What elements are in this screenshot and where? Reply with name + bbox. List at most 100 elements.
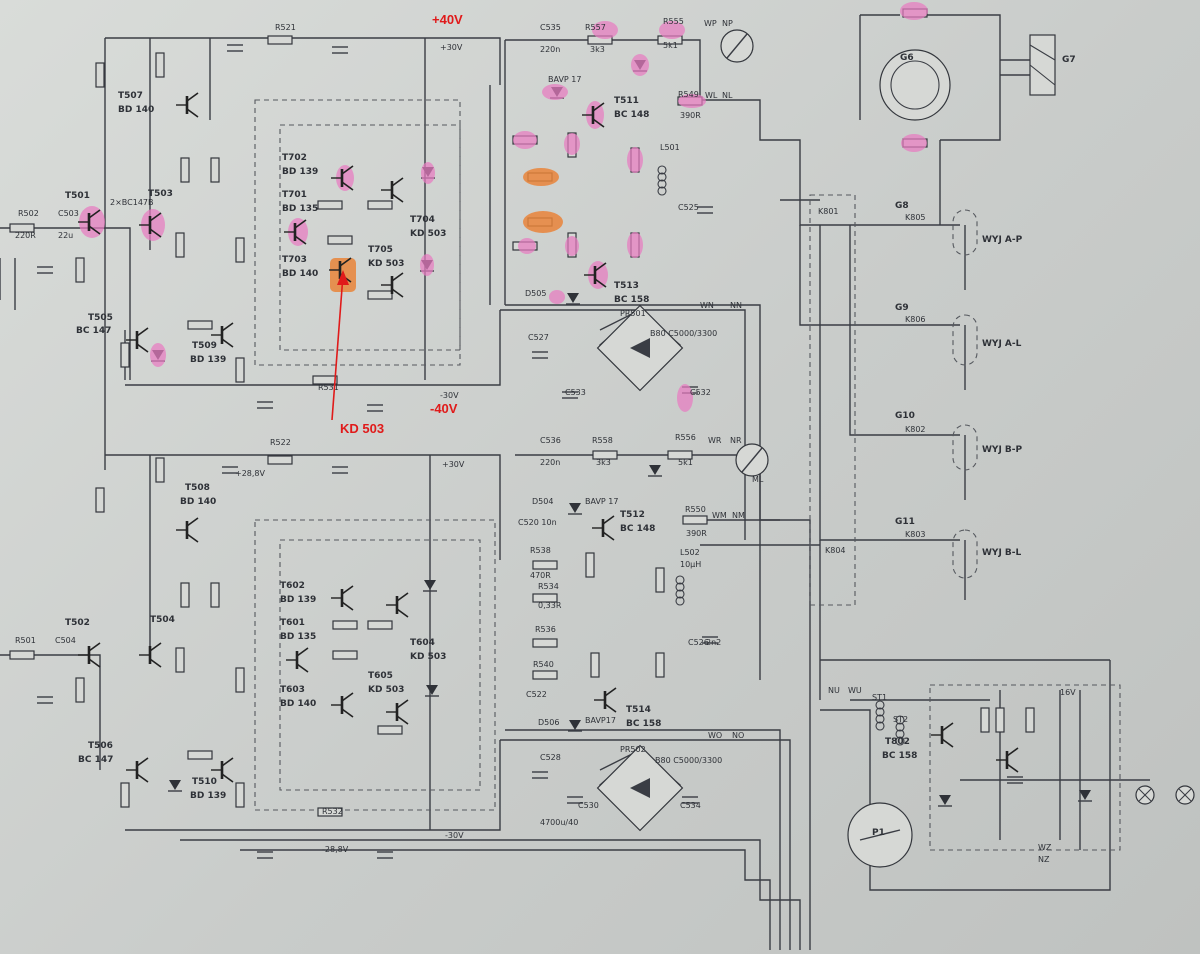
label-wm: WM — [712, 511, 727, 520]
transistor — [996, 747, 1019, 773]
meter-ml — [735, 443, 769, 477]
label-bd139-602: BD 139 — [280, 595, 316, 605]
resistor — [95, 62, 105, 88]
diode — [567, 293, 579, 303]
diode — [939, 795, 951, 805]
inductor-turn — [895, 729, 905, 739]
label-r549: R549 — [678, 90, 699, 99]
label-d505: D505 — [525, 289, 546, 298]
label-t508: T508 — [185, 483, 210, 493]
label-3k3-b: 3k3 — [596, 458, 611, 467]
label-wyj-bp: WYJ B-P — [982, 445, 1023, 455]
label-c527: C527 — [528, 333, 549, 342]
diode — [169, 780, 181, 790]
label-c536: C536 — [540, 436, 561, 445]
label-bc158-b: BC 158 — [626, 719, 661, 729]
label-g6: G6 — [900, 53, 914, 63]
resistor — [590, 652, 600, 678]
label-nl: NL — [722, 91, 733, 100]
label-c535: C535 — [540, 23, 561, 32]
transistor — [211, 757, 234, 783]
label-bd140-603: BD 140 — [280, 699, 316, 709]
resistor — [175, 232, 185, 258]
label-k801: K801 — [818, 207, 839, 216]
resistor — [75, 257, 85, 283]
inductor-turn — [895, 715, 905, 725]
label-r522: R522 — [270, 438, 291, 447]
transistor — [176, 517, 199, 543]
label-c534: C534 — [680, 801, 701, 810]
transistor — [584, 262, 607, 288]
label-t601: T601 — [280, 618, 305, 628]
label-t509: T509 — [192, 341, 217, 351]
lamps — [1135, 785, 1195, 805]
connector-g7 — [1029, 34, 1056, 96]
label-c504: C504 — [55, 636, 76, 645]
tube-g6 — [879, 49, 951, 121]
bridge-rectifier-pr502 — [596, 744, 684, 832]
label-bd135-601: BD 135 — [280, 632, 316, 642]
label-r556: R556 — [675, 433, 696, 442]
label-2n2: 2n2 — [706, 638, 721, 647]
label-t603: T603 — [280, 685, 305, 695]
resistor — [267, 455, 293, 465]
label-288v-n: -28,8V — [322, 845, 349, 854]
label-t605: T605 — [368, 671, 393, 681]
label-g7: G7 — [1062, 55, 1076, 65]
label-r558: R558 — [592, 436, 613, 445]
label-t704: T704 — [410, 215, 435, 225]
label-np: NP — [722, 19, 733, 28]
resistor — [377, 725, 403, 735]
label-no: NO — [732, 731, 744, 740]
transistor — [931, 722, 954, 748]
label-bc147-a: BC 147 — [76, 326, 111, 336]
inductor-turn — [895, 736, 905, 746]
label-470r: 470R — [530, 571, 551, 580]
label-288v: +28,8V — [235, 469, 266, 478]
meter-mp — [720, 29, 754, 63]
inductor-turn — [657, 165, 667, 175]
label-nz: NZ — [1038, 855, 1050, 864]
resistor — [655, 652, 665, 678]
highlight-marks — [79, 2, 928, 412]
label-c526: C526 — [688, 638, 709, 647]
diode — [569, 720, 581, 730]
resistor — [235, 782, 245, 808]
transistor — [126, 757, 149, 783]
transistor — [381, 272, 404, 298]
label-4700u: 4700u/40 — [540, 818, 578, 827]
label-p1: P1 — [872, 828, 885, 838]
label-r521: R521 — [275, 23, 296, 32]
label-t703: T703 — [282, 255, 307, 265]
red-annotations: +40V -40V KD 503 — [331, 12, 463, 436]
label-r536: R536 — [535, 625, 556, 634]
label-30v-c: -30V — [440, 391, 459, 400]
label-wl: WL — [705, 91, 718, 100]
annotation-plus40v: +40V — [432, 12, 463, 27]
label-l502: L502 — [680, 548, 700, 557]
label-k803: K803 — [905, 530, 926, 539]
transistor-symbols — [78, 92, 1019, 783]
diode — [649, 465, 661, 475]
label-r538: R538 — [530, 546, 551, 555]
resistor — [332, 620, 358, 630]
transistor — [139, 642, 162, 668]
label-30v-d: -30V — [445, 831, 464, 840]
label-220r: 220R — [15, 231, 36, 240]
label-c530: C530 — [578, 801, 599, 810]
inductor-turn — [675, 589, 685, 599]
label-l501: L501 — [660, 143, 680, 152]
resistor — [312, 375, 338, 385]
component-labels: T501 T503 2×BC147B T507 BD 140 T505 BC 1… — [15, 17, 1076, 864]
label-k802: K802 — [905, 425, 926, 434]
label-220n-b: 220n — [540, 458, 560, 467]
label-bd135-701: BD 135 — [282, 204, 318, 214]
transistor — [286, 647, 309, 673]
resistor — [367, 200, 393, 210]
resistor — [995, 707, 1005, 733]
annotation-arrowhead — [337, 270, 349, 285]
resistor — [655, 567, 665, 593]
module-boxes — [254, 99, 1121, 851]
diode — [424, 580, 436, 590]
resistor — [532, 638, 558, 648]
